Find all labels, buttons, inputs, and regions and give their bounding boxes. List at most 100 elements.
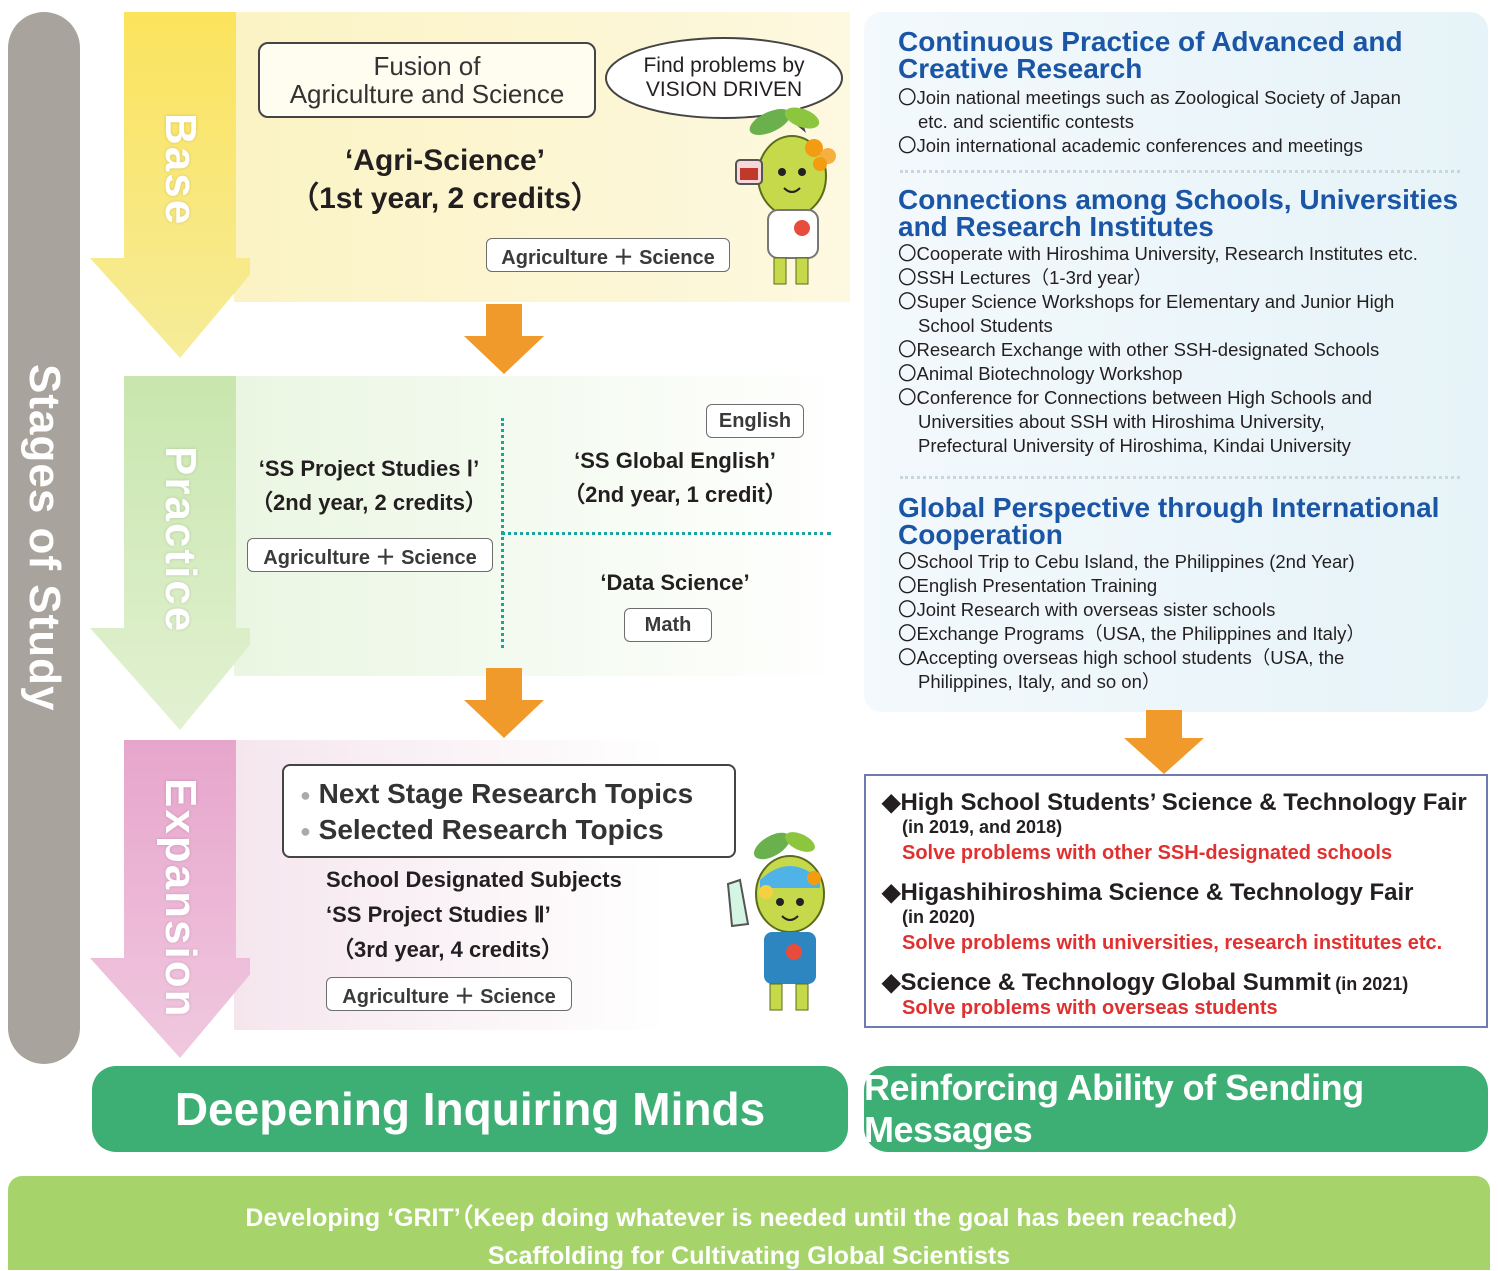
item-text: 〇Conference for Connections between High… <box>898 387 1373 408</box>
data-science-title: ‘Data Science’ <box>600 570 750 595</box>
mascot-student-icon <box>726 832 825 1011</box>
agri-science-course: ‘Agri-Science’ （1st year, 2 credits） <box>270 142 620 218</box>
base-subject-tag: Agriculture ＋ Science <box>486 238 730 272</box>
fair-1-goal: Solve problems with other SSH-designated… <box>902 842 1393 864</box>
speech-line-1: Find problems by <box>643 54 805 77</box>
topic-1: Next Stage Research Topics <box>318 778 694 809</box>
section-2-item: 〇Cooperate with Hiroshima University, Re… <box>898 242 1482 266</box>
dotted-divider <box>900 170 1460 173</box>
fusion-line-2: Agriculture and Science <box>289 79 565 109</box>
item-text: 〇SSH Lectures（1-3rd year） <box>898 267 1152 288</box>
topic-item: ● Next Stage Research Topics <box>300 778 693 810</box>
footer-grit-bar: Developing ‘GRIT’（Keep doing whatever is… <box>8 1176 1490 1270</box>
expansion-subject-tag: Agriculture ＋ Science <box>326 977 572 1011</box>
practice-subject-tag: Agriculture ＋ Science <box>247 538 493 572</box>
global-english-detail: （2nd year, 1 credit） <box>563 482 787 507</box>
expansion-arrow <box>90 740 250 1058</box>
practice-stage-label: Practice <box>156 446 205 634</box>
dotted-divider <box>900 476 1460 479</box>
base-stage-label: Base <box>156 113 205 227</box>
practice-arrow <box>90 376 250 730</box>
fair-1-title: ◆High School Students’ Science & Technol… <box>882 789 1467 816</box>
fair-item: ◆High School Students’ Science & Technol… <box>882 788 1482 865</box>
section-2-heading-2: and Research Institutes <box>898 211 1214 242</box>
ss-project-1: ‘SS Project Studies Ⅰ’ （2nd year, 2 cred… <box>240 452 498 520</box>
right-panel-bg <box>864 12 1488 712</box>
section-2-item: 〇Research Exchange with other SSH-design… <box>898 338 1482 362</box>
section-1-item: 〇Join international academic conferences… <box>898 134 1482 158</box>
down-arrow-icon <box>464 304 544 374</box>
fair-2-goal: Solve problems with universities, resear… <box>902 932 1443 954</box>
fusion-box: Fusion of Agriculture and Science <box>258 42 596 118</box>
section-2-item: 〇Animal Biotechnology Workshop <box>898 362 1482 386</box>
section-2-item: 〇SSH Lectures（1-3rd year） <box>898 266 1482 290</box>
ss-project-2-title: ‘SS Project Studies Ⅱ’ <box>326 902 551 927</box>
section-continuous-practice: Continuous Practice of Advanced and Crea… <box>898 28 1482 158</box>
item-text-cont: School Students <box>918 315 1053 336</box>
math-tag: Math <box>624 608 712 642</box>
fair-2-year: (in 2020) <box>902 907 976 927</box>
fair-3-year: (in 2021) <box>1335 974 1409 994</box>
fusion-line-1: Fusion of <box>373 51 481 81</box>
research-topics-box: ● Next Stage Research Topics ● Selected … <box>282 764 736 858</box>
ss-project-2-detail: （3rd year, 4 credits） <box>332 937 564 962</box>
item-text-cont: etc. and scientific contests <box>918 111 1134 132</box>
ss-global-english: ‘SS Global English’ （2nd year, 1 credit） <box>530 444 820 512</box>
agri-science-title: ‘Agri-Science’ <box>344 144 546 177</box>
base-stage: Base <box>140 70 220 270</box>
fair-2-title: ◆Higashihiroshima Science & Technology F… <box>882 879 1414 906</box>
bullet-dot-icon: ● <box>300 785 311 806</box>
ss-project-1-title: ‘SS Project Studies Ⅰ’ <box>258 456 480 481</box>
topic-item: ● Selected Research Topics <box>300 814 664 846</box>
english-tag: English <box>706 404 804 438</box>
item-text: 〇Animal Biotechnology Workshop <box>898 363 1183 384</box>
expansion-stage-label: Expansion <box>156 777 205 1019</box>
reinforcing-sending-messages: Reinforcing Ability of Sending Messages <box>864 1066 1488 1152</box>
deepening-inquiring-minds: Deepening Inquiring Minds <box>92 1066 848 1152</box>
item-text: 〇English Presentation Training <box>898 575 1158 596</box>
item-text: 〇School Trip to Cebu Island, the Philipp… <box>898 551 1355 572</box>
down-arrow-icon <box>464 668 544 738</box>
footer-line-1: Developing ‘GRIT’（Keep doing whatever is… <box>245 1204 1253 1232</box>
item-text: 〇Joint Research with overseas sister sch… <box>898 599 1276 620</box>
fair-3-title: ◆Science & Technology Global Summit <box>882 969 1331 996</box>
section-3-heading-1: Global Perspective through International <box>898 492 1440 523</box>
item-text: 〇Research Exchange with other SSH-design… <box>898 339 1380 360</box>
practice-divider-horizontal <box>501 532 831 535</box>
section-2-item: 〇Conference for Connections between High… <box>898 386 1482 458</box>
bullet-dot-icon: ● <box>300 821 311 842</box>
speech-line-2: VISION DRIVEN <box>645 78 803 101</box>
footer-line-2: Scaffolding for Cultivating Global Scien… <box>487 1242 1011 1270</box>
expansion-stage: Expansion <box>140 768 220 1028</box>
practice-stage: Practice <box>140 420 220 660</box>
section-3-item: 〇School Trip to Cebu Island, the Philipp… <box>898 550 1482 574</box>
item-text: 〇Cooperate with Hiroshima University, Re… <box>898 243 1418 264</box>
speech-text: Find problems by VISION DRIVEN <box>610 54 838 102</box>
fairs-box: ◆High School Students’ Science & Technol… <box>864 774 1488 1028</box>
section-1-item: 〇Join national meetings such as Zoologic… <box>898 86 1482 134</box>
item-text: 〇Join international academic conferences… <box>898 135 1363 156</box>
global-english-title: ‘SS Global English’ <box>574 448 776 473</box>
section-1-heading-1: Continuous Practice of Advanced and <box>898 26 1403 57</box>
stages-bar <box>8 12 80 1064</box>
section-global-perspective: Global Perspective through International… <box>898 494 1482 694</box>
ss-project-1-detail: （2nd year, 2 credits） <box>251 490 487 515</box>
agri-science-detail: （1st year, 2 credits） <box>289 182 601 215</box>
section-connections: Connections among Schools, Universities … <box>898 186 1482 458</box>
base-arrow <box>90 12 250 358</box>
item-text: 〇Exchange Programs（USA, the Philippines … <box>898 623 1365 644</box>
section-3-heading-2: Cooperation <box>898 519 1063 550</box>
fair-3-goal: Solve problems with overseas students <box>902 997 1278 1019</box>
section-3-item: 〇Joint Research with overseas sister sch… <box>898 598 1482 622</box>
section-2-item: 〇Super Science Workshops for Elementary … <box>898 290 1482 338</box>
designated-subjects: School Designated Subjects ‘SS Project S… <box>326 862 726 967</box>
fair-1-year: (in 2019, and 2018) <box>902 817 1063 837</box>
designated-subjects-line: School Designated Subjects <box>326 867 622 892</box>
item-text-cont: Universities about SSH with Hiroshima Un… <box>918 411 1325 432</box>
item-text-cont: Prefectural University of Hiroshima, Kin… <box>918 435 1351 456</box>
section-3-item: 〇Exchange Programs（USA, the Philippines … <box>898 622 1482 646</box>
section-3-item: 〇English Presentation Training <box>898 574 1482 598</box>
down-arrow-icon <box>1124 710 1204 774</box>
item-text-cont: Philippines, Italy, and so on） <box>918 671 1161 692</box>
section-3-item: 〇Accepting overseas high school students… <box>898 646 1482 694</box>
